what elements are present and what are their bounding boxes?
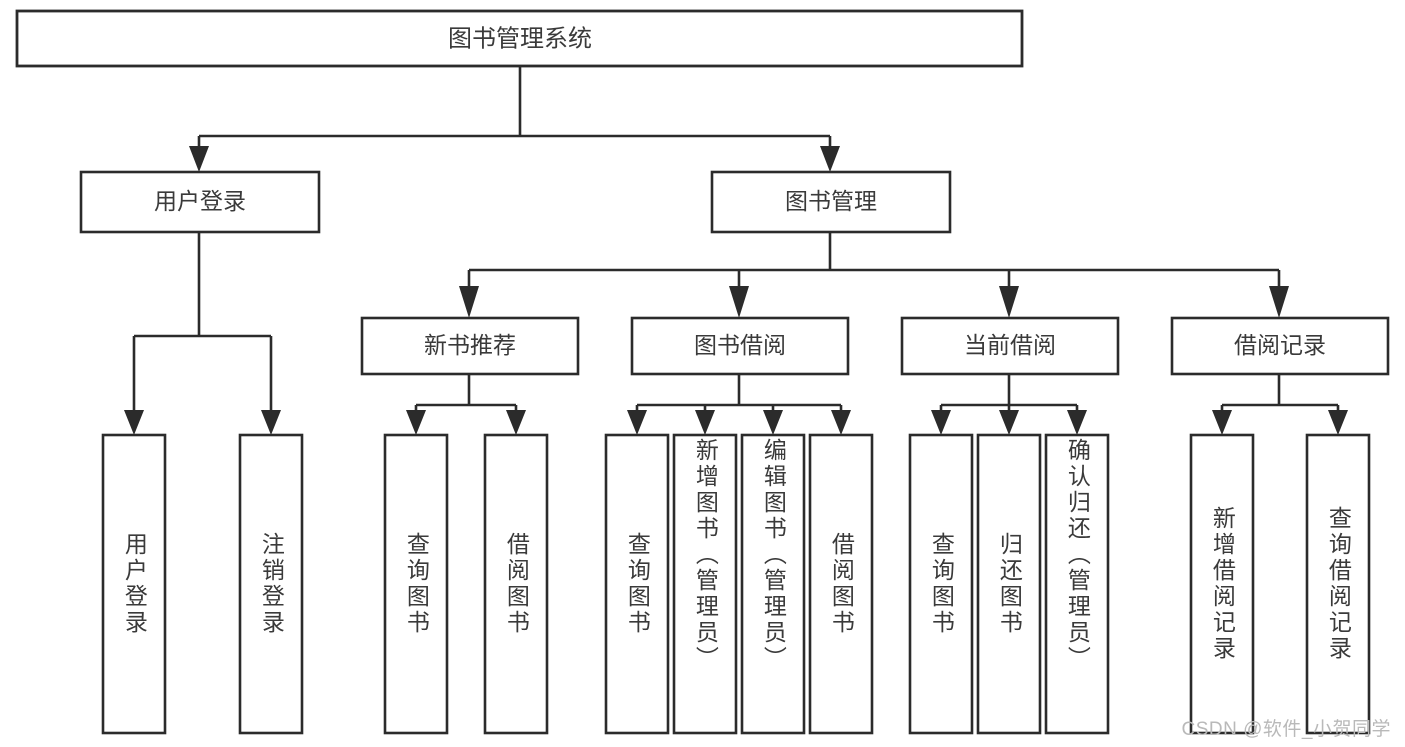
arrowhead-icon-record-leaf2 — [1328, 410, 1348, 435]
arrowhead-icon-cur-leaf1 — [931, 410, 951, 435]
arrowhead-icon-record-leaf1 — [1212, 410, 1232, 435]
leaf-box-rec-borrow-book[interactable] — [483, 433, 549, 735]
leaf-box-group[interactable] — [101, 433, 1371, 735]
leaf-box-cur-return-book[interactable] — [976, 433, 1042, 735]
node-book-borrow[interactable]: 图书借阅 — [630, 316, 850, 376]
node-new-book-recommend[interactable]: 新书推荐 — [360, 316, 580, 376]
leaf-box-bor-query-book[interactable] — [604, 433, 670, 735]
node-user-login-box[interactable] — [79, 170, 321, 234]
node-user-login-label: 用户登录 — [154, 188, 246, 214]
node-book-manage-label: 图书管理 — [785, 188, 877, 214]
leaf-box-rec-query-record[interactable] — [1305, 433, 1371, 735]
csdn-watermark: CSDN @软件_小贺同学 — [1181, 719, 1391, 740]
arrowhead-icon-cur-leaf3 — [1067, 410, 1087, 435]
leaf-box-bor-borrow-book[interactable] — [808, 433, 874, 735]
leaf-box-rec-add-record[interactable] — [1189, 433, 1255, 735]
leaf-box-bor-add-book[interactable] — [672, 433, 738, 735]
node-book-borrow-label: 图书借阅 — [694, 332, 786, 358]
arrowhead-icon-book-borrow — [729, 286, 749, 318]
node-root-label: 图书管理系统 — [448, 25, 592, 52]
arrowhead-icon-borrow-record — [1269, 286, 1289, 318]
arrowhead-group — [124, 146, 1348, 435]
node-current-borrow-box[interactable] — [900, 316, 1120, 376]
node-current-borrow[interactable]: 当前借阅 — [900, 316, 1120, 376]
arrowhead-icon-new-book — [459, 286, 479, 318]
arrowhead-icon-bor-leaf3 — [763, 410, 783, 435]
arrowhead-icon-bor-leaf4 — [831, 410, 851, 435]
leaf-box-user-logout[interactable] — [238, 433, 304, 735]
arrowhead-icon-bor-leaf2 — [695, 410, 715, 435]
node-root-box[interactable] — [15, 9, 1024, 68]
node-new-book-recommend-box[interactable] — [360, 316, 580, 376]
arrowhead-icon-current-borrow — [999, 286, 1019, 318]
arrowhead-icon-rec-leaf2 — [506, 410, 526, 435]
node-root[interactable]: 图书管理系统 — [15, 9, 1024, 68]
arrowhead-icon-book-manage — [820, 146, 840, 172]
arrowhead-icon-user-login — [189, 146, 209, 172]
node-book-borrow-box[interactable] — [630, 316, 850, 376]
connector-group — [132, 66, 1340, 410]
leaf-box-cur-query-book[interactable] — [908, 433, 974, 735]
node-borrow-record-label: 借阅记录 — [1234, 332, 1326, 358]
node-borrow-record[interactable]: 借阅记录 — [1170, 316, 1390, 376]
node-book-manage[interactable]: 图书管理 — [710, 170, 952, 234]
arrowhead-icon-cur-leaf2 — [999, 410, 1019, 435]
leaf-box-cur-confirm-return[interactable] — [1044, 433, 1110, 735]
arrowhead-icon-bor-leaf1 — [627, 410, 647, 435]
node-current-borrow-label: 当前借阅 — [964, 332, 1056, 358]
leaf-box-user-login[interactable] — [101, 433, 167, 735]
node-user-login[interactable]: 用户登录 — [79, 170, 321, 234]
arrowhead-icon-login-leaf2 — [261, 410, 281, 435]
leaf-box-bor-edit-book[interactable] — [740, 433, 806, 735]
arrowhead-icon-rec-leaf1 — [406, 410, 426, 435]
leaf-box-rec-query-book[interactable] — [383, 433, 449, 735]
node-new-book-recommend-label: 新书推荐 — [424, 332, 516, 358]
node-borrow-record-box[interactable] — [1170, 316, 1390, 376]
arrowhead-icon-login-leaf1 — [124, 410, 144, 435]
node-book-manage-box[interactable] — [710, 170, 952, 234]
